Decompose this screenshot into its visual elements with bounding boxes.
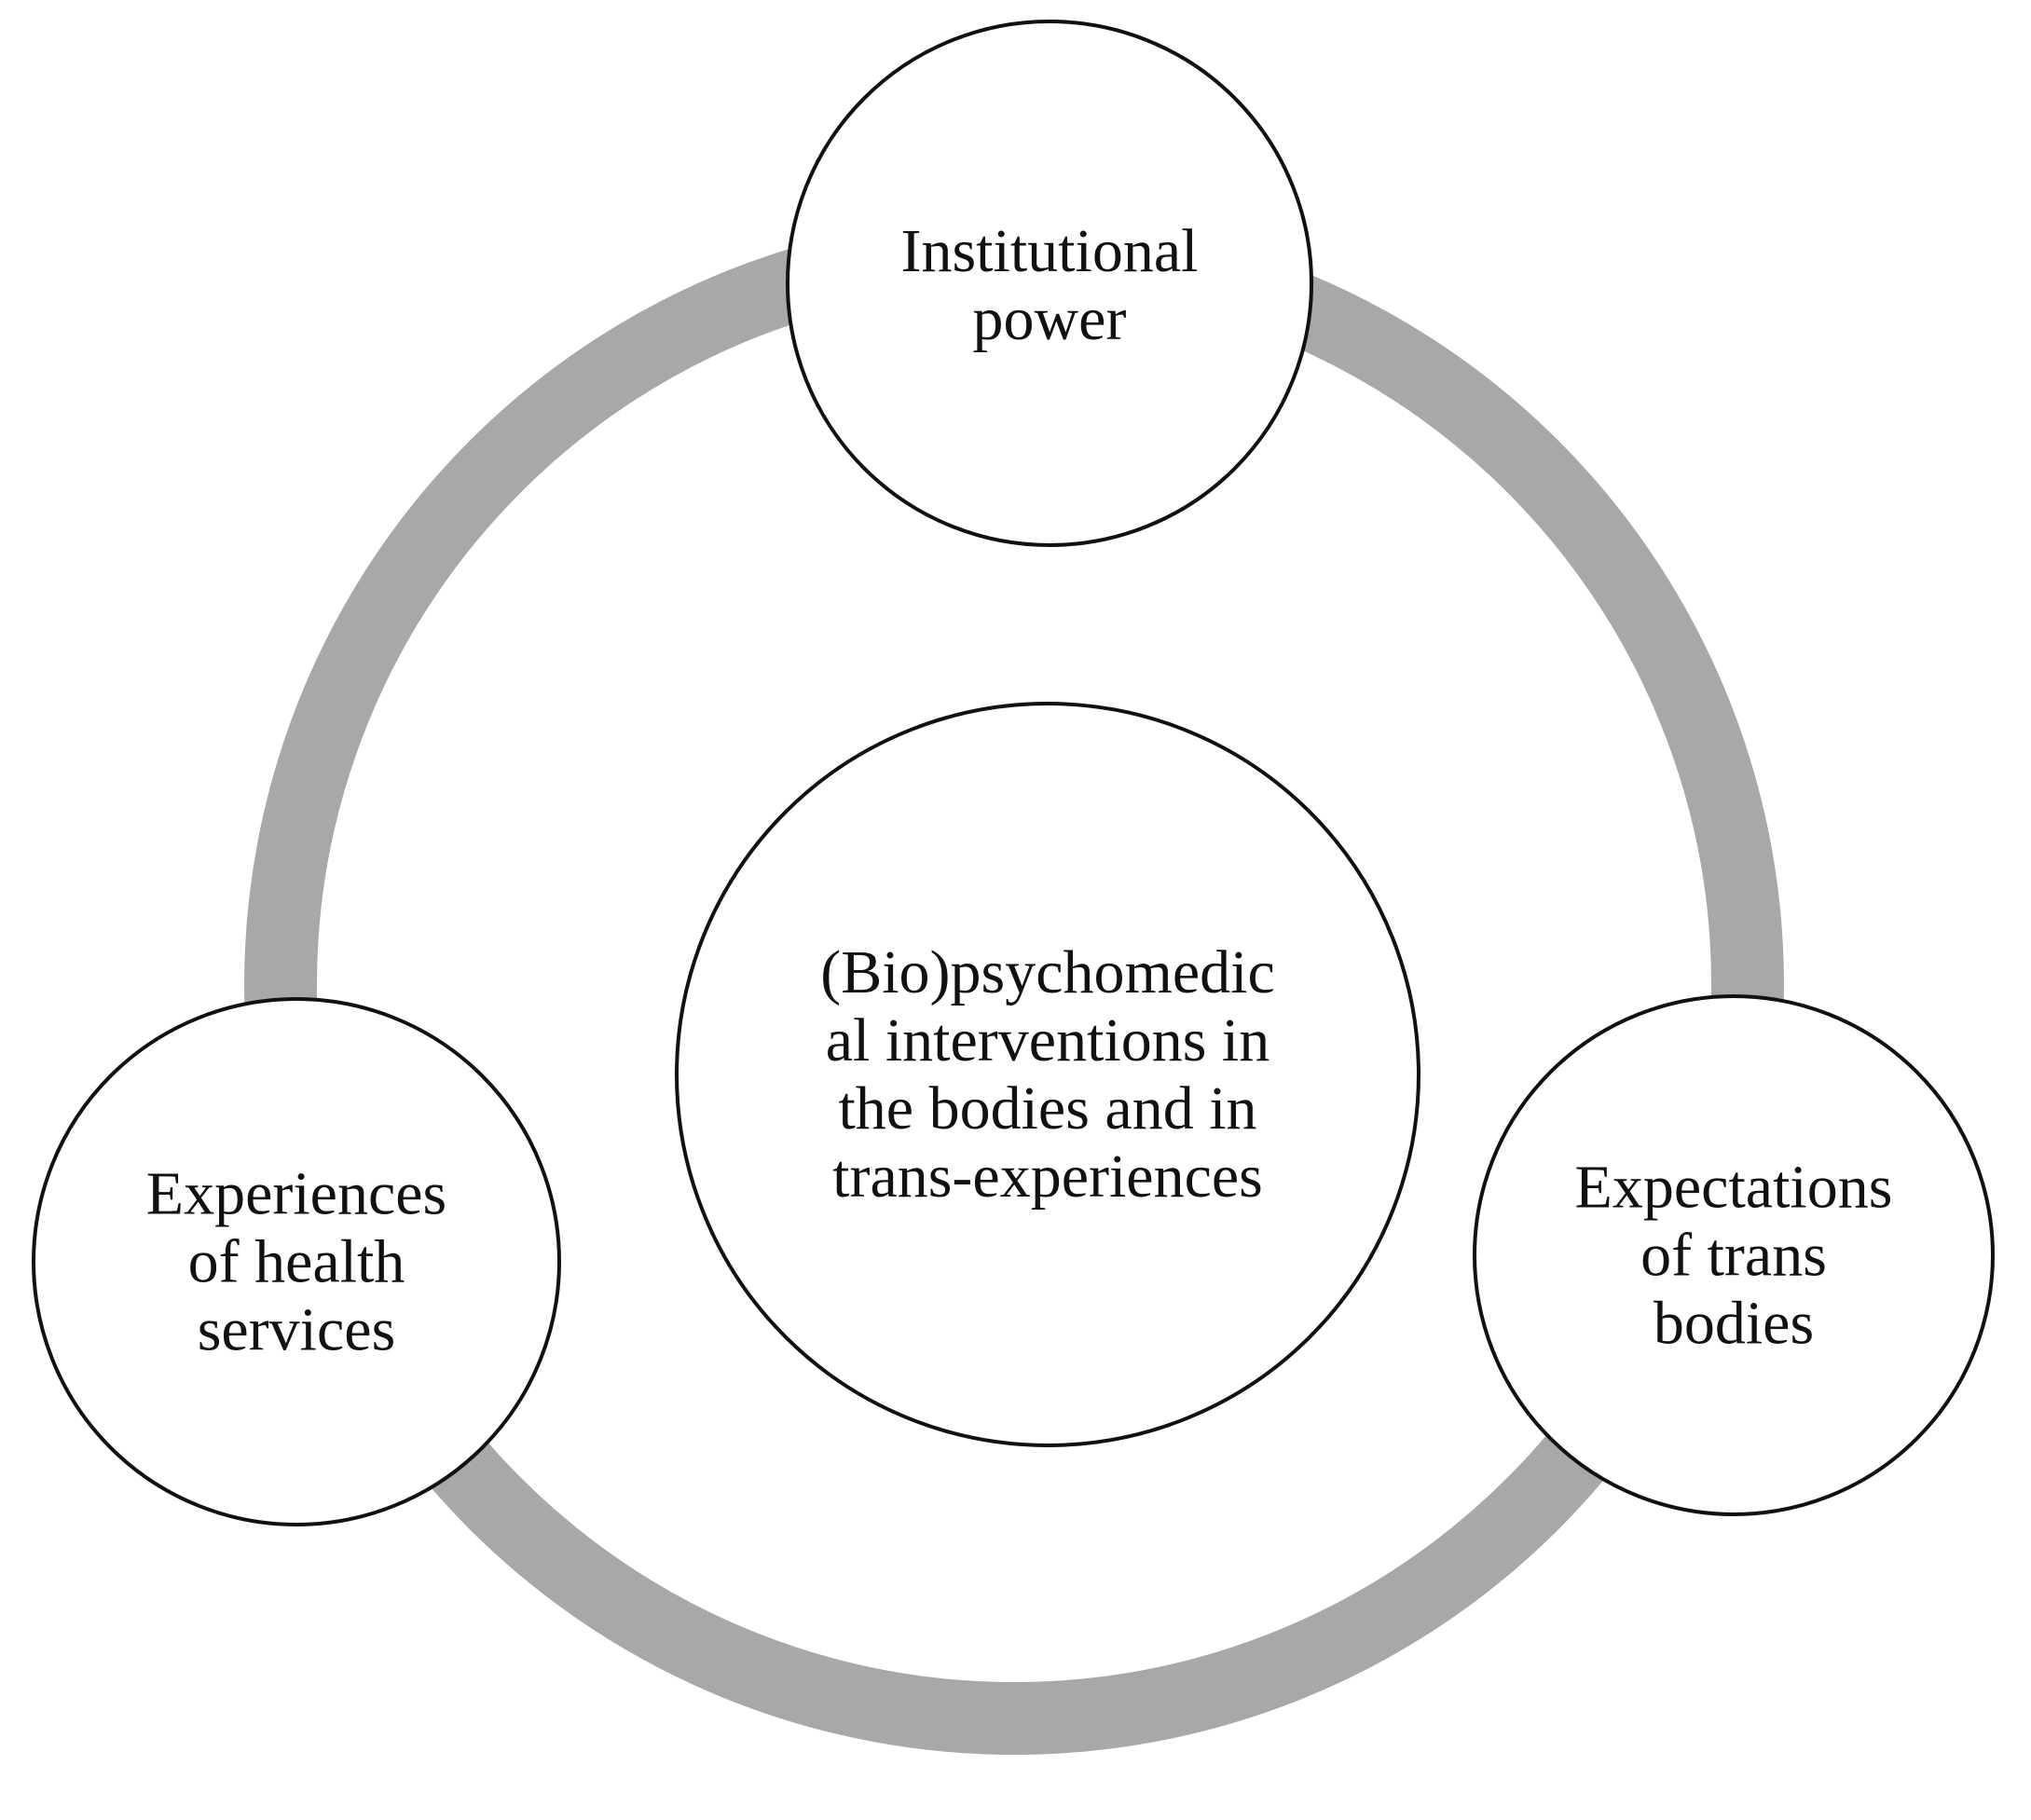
node-label-expectations-of-trans-bodies: Expectations of trans bodies [1574, 1153, 1893, 1358]
node-label-institutional-power: Institutional power [900, 217, 1199, 353]
node-circle-expectations-of-trans-bodies [1473, 994, 1995, 1516]
node-label-experiences-of-health-services: Experiences of health services [145, 1159, 447, 1364]
node-circle-experiences-of-health-services [32, 997, 561, 1526]
node-circle-institutional-power [786, 20, 1313, 547]
center-circle [675, 702, 1420, 1447]
center-label: (Bio)psychomedic al interventions in the… [820, 938, 1275, 1211]
